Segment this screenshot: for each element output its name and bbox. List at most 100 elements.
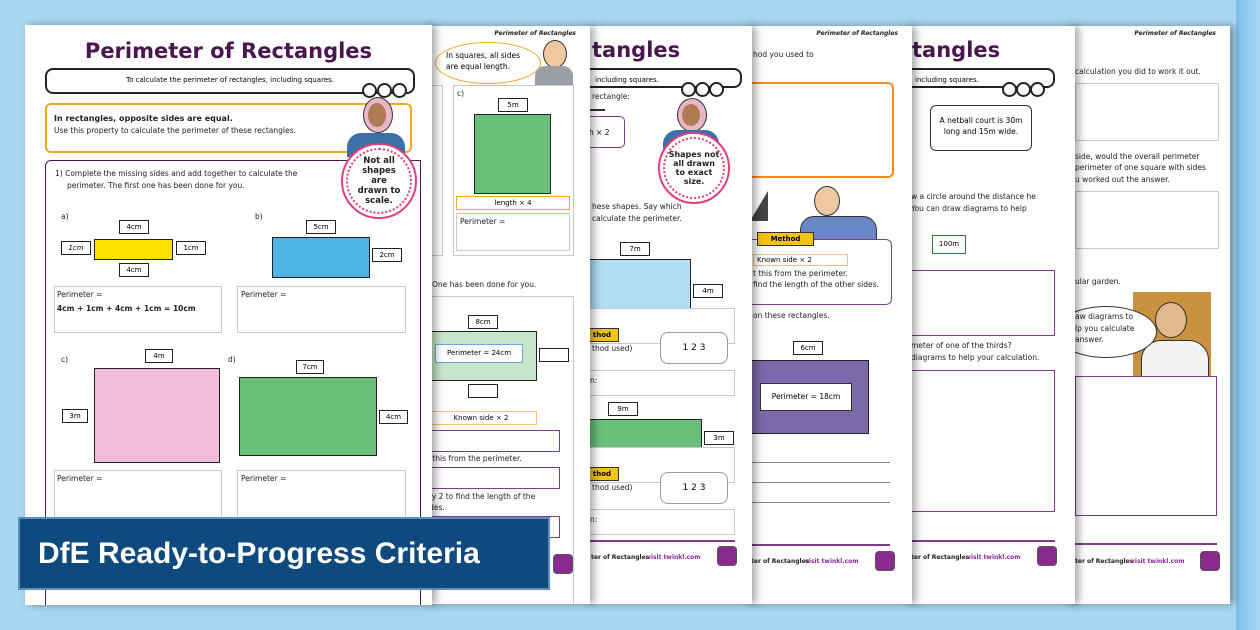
method-choices[interactable]: 1 2 3 (682, 483, 706, 493)
perimeter-box[interactable]: Perimeter = (456, 213, 570, 251)
man-body (1141, 340, 1209, 380)
method-choices[interactable]: 1 2 3 (682, 343, 706, 353)
method-text: h × 2 (589, 128, 610, 137)
question-line: side, would the overall perimeter (1075, 152, 1200, 161)
boy-head (543, 40, 567, 68)
instruction: on these rectangles. (753, 311, 830, 320)
footer-url[interactable]: visit twinkl.com (967, 554, 1021, 561)
teacher-face (368, 103, 386, 127)
page-title: Perimeter of Rectangles (84, 39, 373, 63)
progress-circle (1002, 82, 1017, 97)
progress-circle (709, 82, 724, 97)
instruction: calculation you did to work it out. (1075, 67, 1201, 76)
perimeter-given: Perimeter = 24cm (435, 344, 523, 363)
page-header: Perimeter of Rectangles (1134, 30, 1216, 37)
known-side-box: Known side × 2 (425, 411, 537, 425)
speech-text: In squares, all sides are equal length. (446, 51, 520, 71)
answer-box[interactable] (1075, 376, 1217, 516)
method-ribbon: thod (585, 467, 619, 481)
netball-fact-box: A netball court is 30m long and 15m wide… (930, 105, 1032, 151)
perimeter-box-b[interactable] (237, 286, 406, 333)
pink-rectangle (94, 368, 220, 463)
side-label: 6cm (793, 341, 823, 355)
question-label: b) (255, 212, 263, 221)
twinkl-logo (717, 546, 737, 566)
instruction: w a circle around the distance he (911, 192, 1036, 201)
missing-side-input[interactable] (468, 384, 498, 398)
page-title: tangles (592, 38, 681, 62)
perimeter-label: Perimeter = (57, 474, 103, 483)
method-choice-buttons[interactable]: 1 2 3 (660, 332, 728, 364)
answer-box[interactable] (1075, 191, 1219, 249)
missing-side-input[interactable] (539, 348, 569, 362)
method-used-label: thod used) (592, 344, 633, 353)
side-label: 7cm (296, 360, 324, 374)
twinkl-logo (1200, 551, 1220, 571)
objective-box: To calculate the perimeter of rectangles… (45, 68, 415, 94)
scale-note-text: Not all shapes are drawn to scale. (357, 156, 401, 206)
scale-note-badge: Not all shapes are drawn to scale. (341, 143, 417, 219)
footer-title: ter of Rectangles (911, 554, 970, 561)
answer-input[interactable] (425, 430, 560, 452)
twinkl-logo (553, 554, 573, 574)
side-label: 7m (620, 242, 650, 256)
side-label: 5m (498, 98, 528, 112)
man-head (1155, 302, 1187, 338)
question-line: u worked out the answer. (1075, 175, 1170, 184)
footer-divider (745, 544, 890, 546)
instruction: t this from the perimeter. (427, 454, 522, 463)
perimeter-box-c[interactable] (54, 470, 222, 522)
answer-box[interactable] (905, 370, 1055, 512)
perimeter-given: Perimeter = 18cm (760, 383, 852, 411)
question-line: ular garden. (1075, 277, 1121, 286)
answer-box[interactable]: n: (585, 509, 735, 535)
footer-divider (1075, 543, 1217, 545)
background-edge (1236, 0, 1260, 630)
answer-label: n: (590, 515, 598, 524)
answer-box[interactable] (1075, 83, 1219, 141)
footer-divider (585, 540, 735, 542)
speech-bubble: In squares, all sides are equal length. (435, 42, 541, 84)
question-text: 1) Complete the missing sides and add to… (55, 169, 298, 178)
progress-circle (681, 82, 696, 97)
known-side-box: Known side × 2 (753, 254, 848, 266)
answer-input[interactable] (425, 467, 560, 489)
instruction: find the length of the other sides. (753, 280, 879, 289)
footer-url[interactable]: visit twinkl.com (1131, 558, 1185, 565)
instruction: You can draw diagrams to help (911, 204, 1027, 213)
footer-url[interactable]: visit twinkl.com (647, 554, 701, 561)
worksheet-page-3: tangles including squares. rectangle: h … (585, 26, 752, 604)
worksheet-page-5: tangles including squares. A netball cou… (905, 26, 1075, 604)
answer-box[interactable]: n: (585, 370, 735, 396)
page-title: tangles (912, 38, 1001, 62)
answer-line[interactable] (745, 502, 890, 503)
distance-option[interactable]: 100m (932, 235, 966, 254)
boy-body (535, 66, 573, 85)
teacher-face (682, 104, 700, 126)
method-choice-buttons[interactable]: 1 2 3 (660, 472, 728, 504)
progress-circle (695, 82, 710, 97)
worked-example: 4cm + 1cm + 4cm + 1cm = 10cm (57, 304, 196, 313)
worksheet-page-2: Perimeter of Rectangles In squares, all … (425, 26, 590, 604)
footer-title: ter of Rectangles (751, 558, 810, 565)
footer-divider (905, 540, 1055, 542)
perimeter-box-d[interactable] (237, 470, 406, 522)
answer-box[interactable] (905, 270, 1055, 336)
tip-heading: In rectangles, opposite sides are equal. (54, 114, 233, 123)
method-used-label: thod used) (592, 483, 633, 492)
footer-url[interactable]: visit twinkl.com (805, 558, 859, 565)
footer-title: ter of Rectangles (591, 554, 650, 561)
tip-text: Use this property to calculate the perim… (54, 126, 296, 135)
side-label: 4cm (379, 410, 408, 424)
question-line: perimeter of one square with sides (1075, 163, 1206, 172)
side-label: 4m (145, 349, 173, 363)
perimeter-box-a[interactable] (54, 286, 222, 333)
progress-circle (1016, 82, 1031, 97)
answer-box[interactable] (745, 82, 894, 178)
side-label: 4m (693, 284, 723, 298)
answer-line[interactable] (745, 462, 890, 463)
instruction: One has been done for you. (432, 280, 537, 289)
perimeter-given-text: Perimeter = 24cm (446, 349, 512, 357)
answer-line[interactable] (745, 482, 890, 483)
footer-title: ter of Rectangles (1075, 558, 1134, 565)
